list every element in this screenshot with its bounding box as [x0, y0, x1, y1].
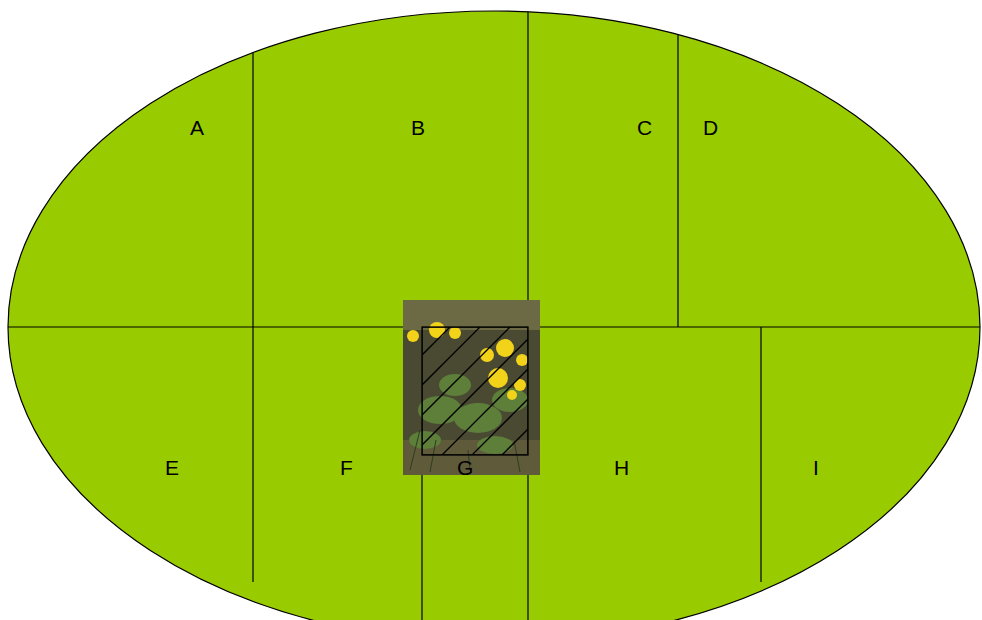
hatched-area: [422, 327, 528, 455]
region-letter: I: [813, 457, 819, 478]
region-letter: G: [457, 457, 473, 478]
region-letter: C: [637, 117, 652, 138]
region-letter: D: [703, 117, 718, 138]
region-letter: H: [614, 457, 629, 478]
region-letter: E: [165, 457, 179, 478]
region-letter: B: [411, 117, 425, 138]
flower-photo: [403, 300, 540, 475]
region-letter: F: [340, 457, 353, 478]
region-letter: A: [190, 117, 204, 138]
field-outline: [8, 11, 980, 620]
